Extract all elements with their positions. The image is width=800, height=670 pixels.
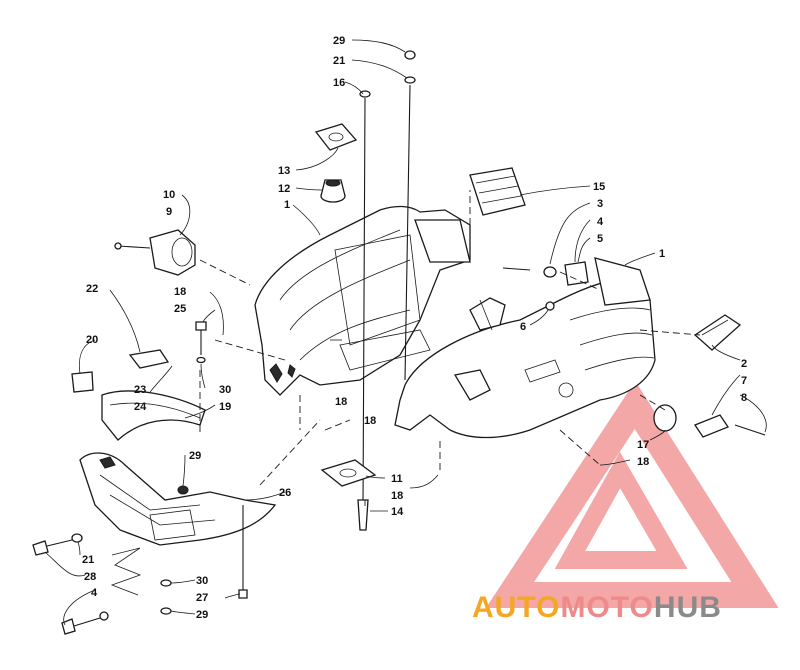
callout-21-bottom: 21 (82, 554, 94, 566)
callout-6: 6 (520, 321, 526, 333)
callout-21-top: 21 (333, 55, 345, 67)
callout-17: 17 (637, 439, 649, 451)
callout-24: 24 (134, 401, 147, 413)
callout-22: 22 (86, 283, 98, 295)
callout-1-left: 1 (284, 199, 290, 211)
callout-30-bottom: 30 (196, 575, 208, 587)
rods (357, 50, 416, 531)
belly-pan (79, 452, 277, 546)
callout-18-right: 18 (637, 456, 649, 468)
callout-18-mid: 18 (364, 415, 376, 427)
callout-3: 3 (597, 198, 603, 210)
callout-12: 12 (278, 183, 290, 195)
watermark-logo (485, 381, 779, 608)
callout-30-mid: 30 (219, 384, 231, 396)
assembly-lines (199, 190, 701, 506)
callout-18-center: 18 (391, 490, 403, 502)
callout-4-bottom: 4 (91, 587, 98, 599)
plate-11 (320, 459, 377, 487)
callout-1-right: 1 (659, 248, 665, 260)
callout-4-right: 4 (597, 216, 604, 228)
callout-25: 25 (174, 303, 186, 315)
cap-17 (653, 404, 677, 432)
leader-lines (44, 39, 767, 626)
grommet-12 (320, 179, 346, 203)
watermark-hub: HUB (654, 591, 722, 624)
hood-left-panel (254, 205, 471, 396)
callout-9: 9 (166, 206, 172, 218)
watermark-triangle-outer (485, 381, 779, 608)
callout-29-bottom: 29 (196, 609, 208, 621)
callout-18-mid-left: 18 (335, 396, 347, 408)
bolt-25 (195, 321, 207, 364)
callout-29-top: 29 (333, 35, 345, 47)
callout-23: 23 (134, 384, 146, 396)
callout-14: 14 (391, 506, 404, 518)
callout-18-upper-left: 18 (174, 286, 186, 298)
bracket-6 (469, 297, 506, 331)
callout-15: 15 (593, 181, 605, 193)
plate-13 (314, 123, 358, 151)
callouts: 29 21 16 13 12 1 10 9 15 3 4 5 1 22 18 2… (82, 35, 747, 621)
callout-19: 19 (219, 401, 231, 413)
gauge-housing (114, 229, 196, 276)
plate-7-8 (694, 414, 766, 438)
callout-20: 20 (86, 334, 98, 346)
badge-2 (693, 314, 742, 351)
callout-11: 11 (391, 473, 403, 485)
callout-5: 5 (597, 233, 603, 245)
hood-right-panel (394, 257, 656, 439)
callout-28: 28 (84, 571, 96, 583)
hardware-3-4-5 (502, 261, 589, 311)
handle-19 (101, 390, 206, 441)
watermark-moto: MOTO (560, 591, 653, 624)
callout-8: 8 (741, 392, 747, 404)
callout-26: 26 (279, 487, 291, 499)
watermark-text: AUTOMOTOHUB (472, 591, 722, 624)
svg-text:AUTOMOTOHUB: AUTOMOTOHUB (472, 591, 722, 624)
bracket-22 (71, 349, 170, 393)
watermark-triangle-inner (554, 451, 688, 569)
callout-7: 7 (741, 375, 747, 387)
callout-29-mid: 29 (189, 450, 201, 462)
vent-grille (469, 167, 526, 216)
callout-27: 27 (196, 592, 208, 604)
callout-16: 16 (333, 77, 345, 89)
callout-13: 13 (278, 165, 290, 177)
watermark-auto: AUTO (472, 591, 560, 624)
callout-10: 10 (163, 189, 175, 201)
callout-2: 2 (741, 358, 747, 370)
